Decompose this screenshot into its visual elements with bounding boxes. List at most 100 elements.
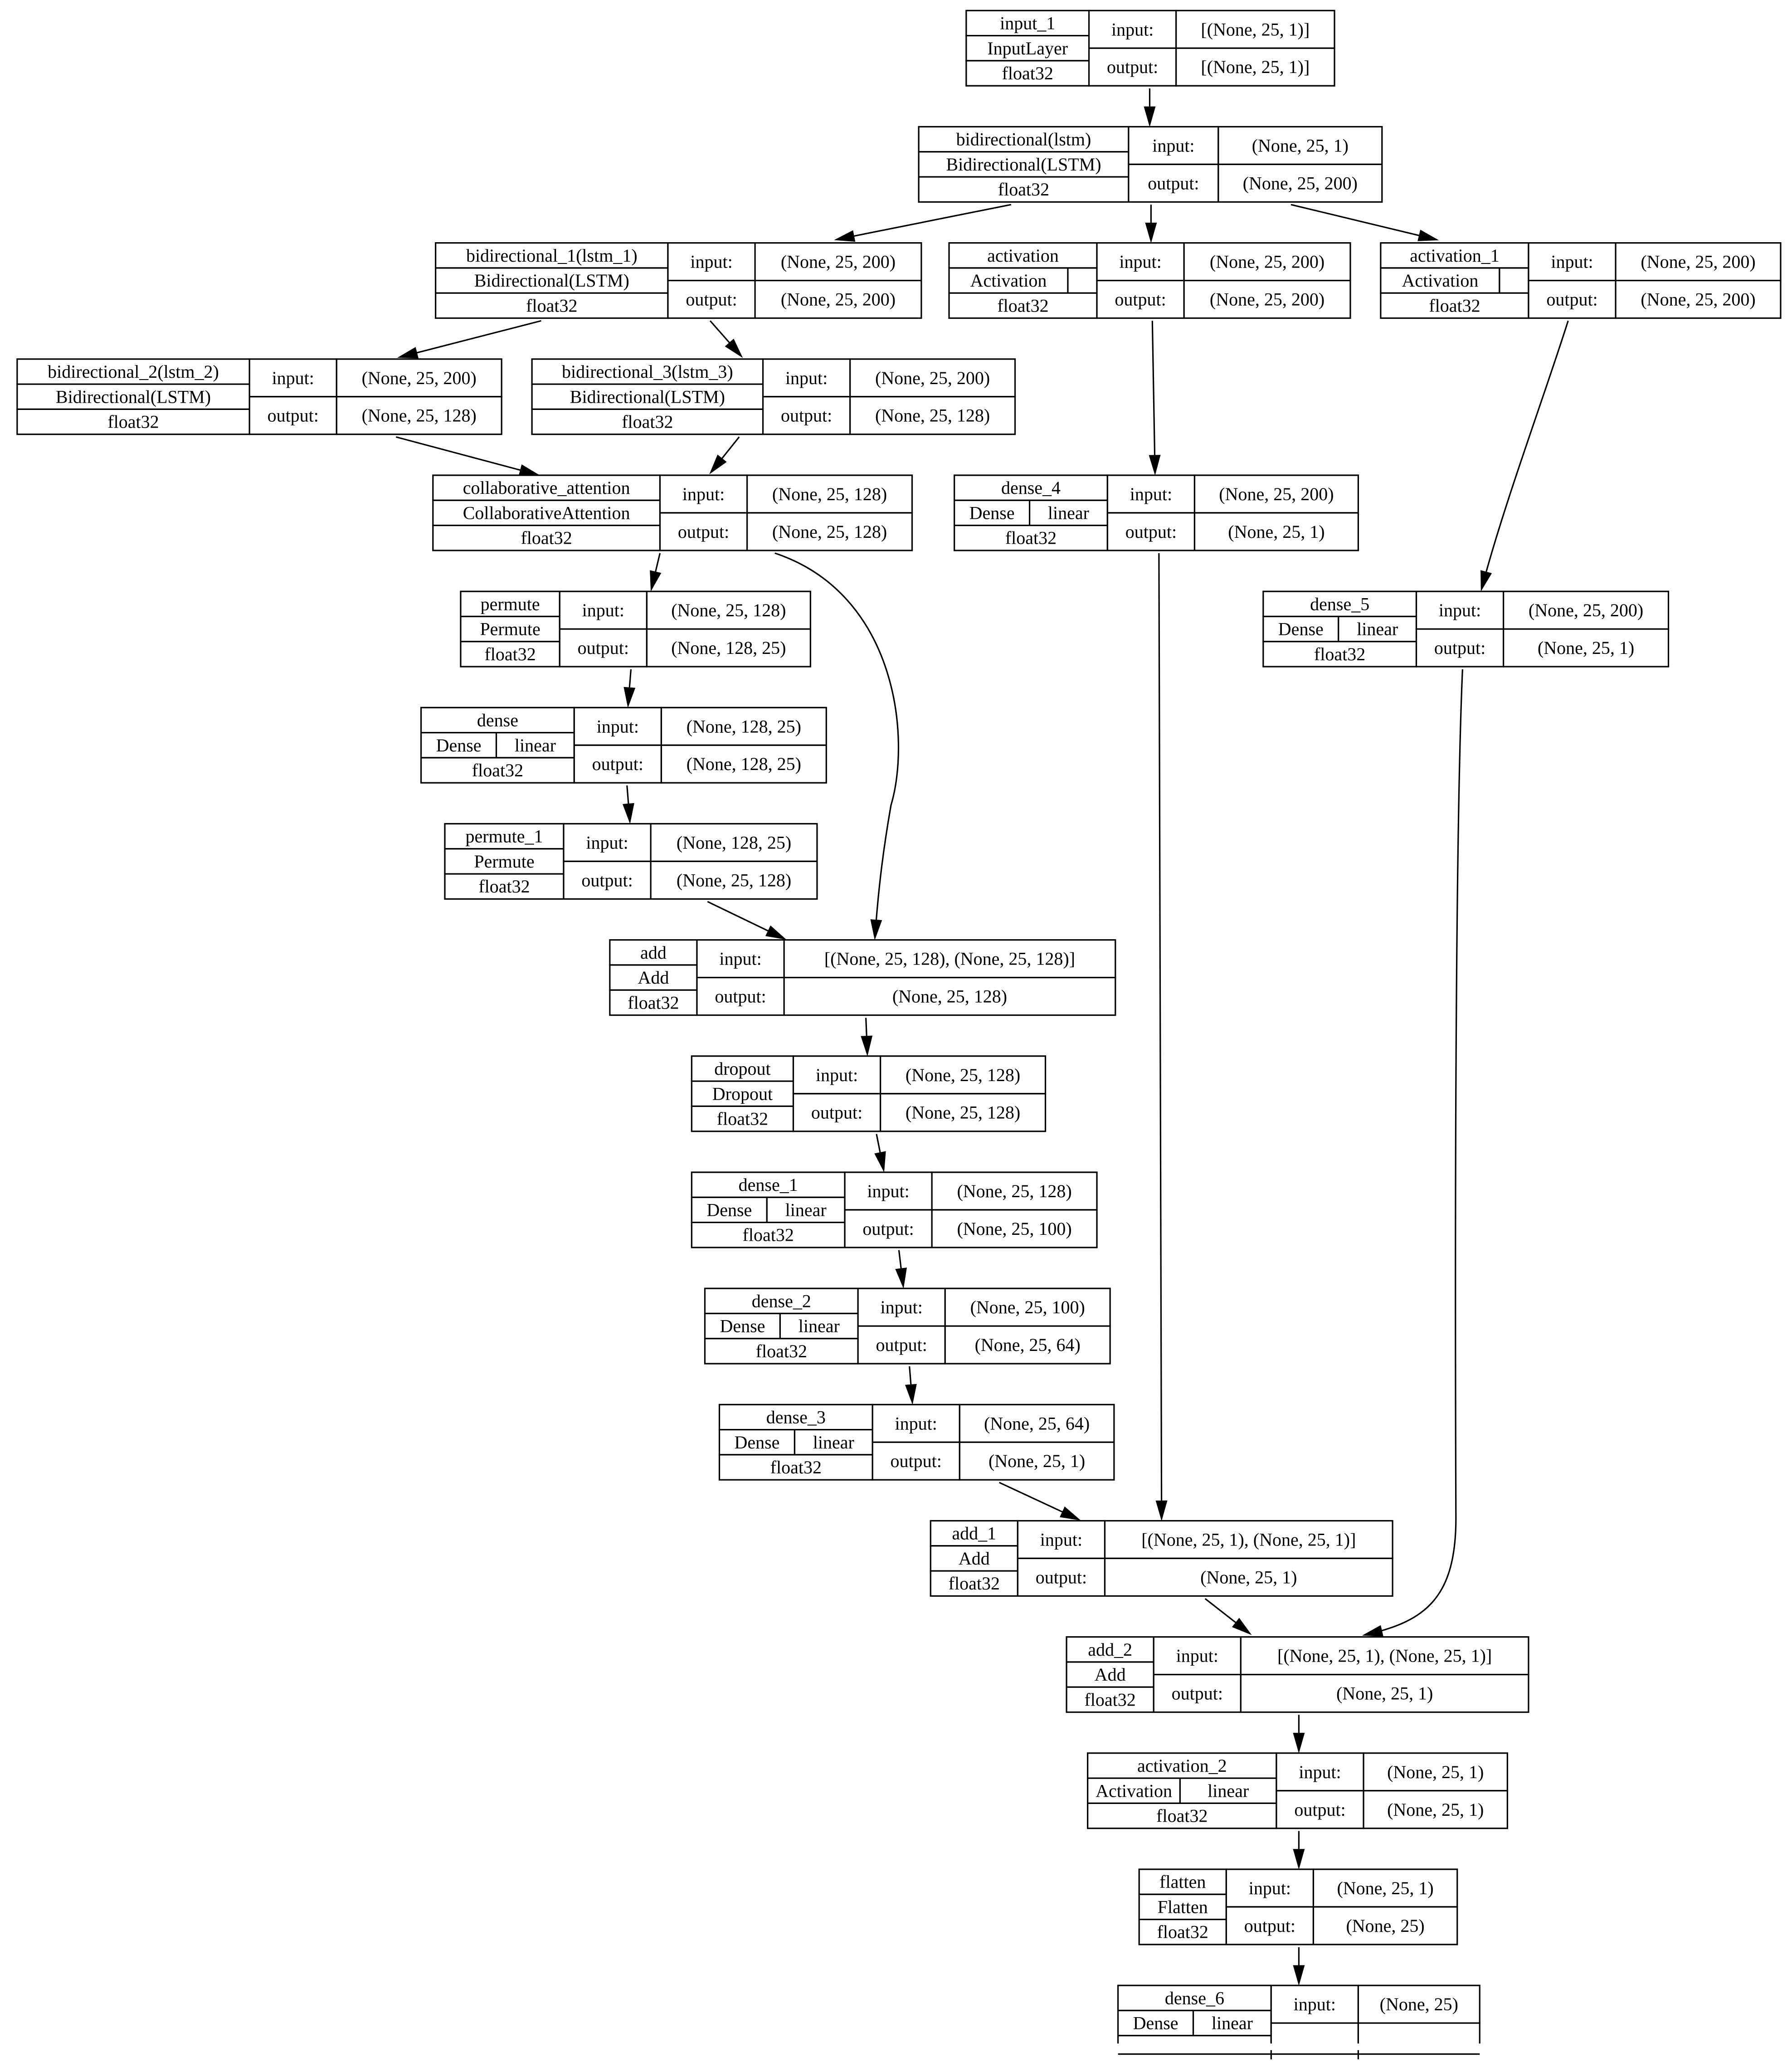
layer-dtype: float32	[478, 876, 530, 897]
edge-permute-to-dense	[623, 669, 636, 708]
output-port-cell	[1153, 1674, 1242, 1713]
layer-class-cell	[1087, 1777, 1181, 1804]
layer-activation: linear	[799, 1316, 840, 1336]
layer-class: Dense	[706, 1199, 752, 1220]
output-port-cell	[573, 744, 662, 784]
edges-layer	[396, 88, 1568, 1986]
input-shape: (None, 128, 25)	[687, 716, 801, 736]
layer-name-cell	[954, 474, 1108, 501]
layer-class-cell	[444, 848, 565, 875]
output-label: output:	[1546, 289, 1597, 310]
layer-dtype: float32	[770, 1457, 822, 1477]
layer-dtype-cell	[1087, 1802, 1277, 1829]
output-port-cell	[248, 396, 337, 435]
output-shape: (None, 25, 1)	[1538, 638, 1634, 658]
layer-class: Activation	[1096, 1780, 1172, 1801]
layer-name: dense_4	[1001, 478, 1061, 498]
layer-name: bidirectional(lstm)	[956, 129, 1091, 150]
output-label: output:	[1115, 289, 1166, 310]
input-shape-cell	[1183, 242, 1351, 282]
layer-name-cell	[16, 358, 250, 385]
input-label: input:	[881, 1297, 923, 1317]
edge-bidirectional-to-activation	[1145, 205, 1157, 244]
output-shape-cell	[1104, 1557, 1393, 1597]
output-shape-cell	[1240, 1674, 1529, 1713]
layer-name: permute	[481, 594, 540, 614]
output-shape-cell	[1363, 1790, 1508, 1829]
arrowhead	[1060, 1506, 1081, 1521]
layer-class: Dense	[969, 502, 1015, 523]
input-shape: (None, 25, 200)	[1529, 600, 1643, 620]
edge-bidirectional_1-to-bidirectional_3	[710, 321, 743, 358]
layer-dtype-cell	[930, 1570, 1018, 1597]
input-shape-cell	[646, 590, 811, 630]
input-port-cell	[1276, 1752, 1364, 1792]
edge-add_2-to-activation_2	[1293, 1715, 1305, 1754]
layer-class: Dense	[720, 1316, 765, 1336]
edge-dense_3-to-add_1	[999, 1482, 1081, 1521]
arrowhead	[765, 925, 787, 940]
node-input_1: input_1InputLayerfloat32input:output:[(N…	[965, 10, 1335, 87]
layer-dtype-cell	[609, 989, 698, 1016]
input-shape-cell	[959, 1404, 1115, 1443]
layer-dtype: float32	[997, 295, 1048, 316]
output-shape: (None, 25, 64)	[975, 1335, 1081, 1355]
output-label: output:	[862, 1219, 914, 1239]
output-shape-cell	[754, 279, 922, 319]
output-port-cell	[1106, 512, 1196, 551]
layer-class-cell	[948, 267, 1069, 294]
arrowhead	[1362, 1625, 1383, 1637]
input-label: input:	[895, 1413, 937, 1433]
layer-class: Permute	[480, 619, 540, 639]
edge-activation-to-dense_4	[1149, 321, 1161, 476]
layer-name-cell	[420, 707, 575, 734]
layer-dtype-cell	[1262, 641, 1417, 668]
layer-dtype: float32	[743, 1225, 794, 1245]
edge-line	[1482, 321, 1568, 586]
output-shape: (None, 25, 200)	[1243, 173, 1358, 193]
arrowhead	[874, 1151, 886, 1173]
input-shape-cell	[880, 1055, 1047, 1095]
layer-class: Add	[638, 967, 669, 988]
output-shape-cell	[1217, 163, 1383, 203]
output-port-cell	[559, 628, 648, 668]
output-shape: (None, 128, 25)	[671, 638, 786, 658]
output-port-cell	[1415, 628, 1505, 668]
cutoff-mask	[0, 2043, 1792, 2067]
layer-class: Add	[1095, 1664, 1126, 1685]
node-permute_1: permute_1Permutefloat32input:output:(Non…	[444, 823, 818, 900]
layer-dtype: float32	[1429, 295, 1480, 316]
edge-dense_5-to-add_2	[1362, 669, 1462, 1637]
node-bidirectional_1: bidirectional_1(lstm_1)Bidirectional(LST…	[435, 242, 922, 319]
output-port-cell	[762, 396, 851, 435]
input-shape-cell	[1503, 590, 1670, 630]
layer-name-cell	[965, 10, 1090, 37]
layer-name: collaborative_attention	[463, 478, 630, 498]
layer-class: Bidirectional(LSTM)	[946, 154, 1101, 175]
input-shape-cell	[746, 474, 913, 514]
input-shape-cell	[944, 1287, 1111, 1327]
output-label: output:	[1244, 1916, 1295, 1936]
output-label: output:	[1434, 638, 1485, 658]
input-port-cell	[559, 590, 648, 630]
edge-dense-to-permute_1	[622, 785, 634, 824]
arrowhead	[650, 570, 662, 592]
output-shape-cell	[959, 1441, 1115, 1481]
arrowhead	[834, 230, 856, 242]
arrowhead	[1293, 1849, 1305, 1870]
layer-class: InputLayer	[987, 38, 1068, 58]
layer-name: bidirectional_2(lstm_2)	[48, 361, 219, 382]
edge-bidirectional_2-to-collaborative_attention	[396, 437, 540, 476]
input-port-cell	[1528, 242, 1617, 282]
layer-name-cell	[460, 590, 560, 618]
layer-class-cell	[704, 1312, 781, 1340]
input-label: input:	[597, 716, 639, 736]
node-permute: permutePermutefloat32input:output:(None,…	[460, 590, 811, 668]
arrowhead	[725, 338, 743, 358]
input-shape-cell	[336, 358, 502, 398]
input-shape-cell	[1363, 1752, 1508, 1792]
layer-class: Permute	[474, 851, 534, 872]
